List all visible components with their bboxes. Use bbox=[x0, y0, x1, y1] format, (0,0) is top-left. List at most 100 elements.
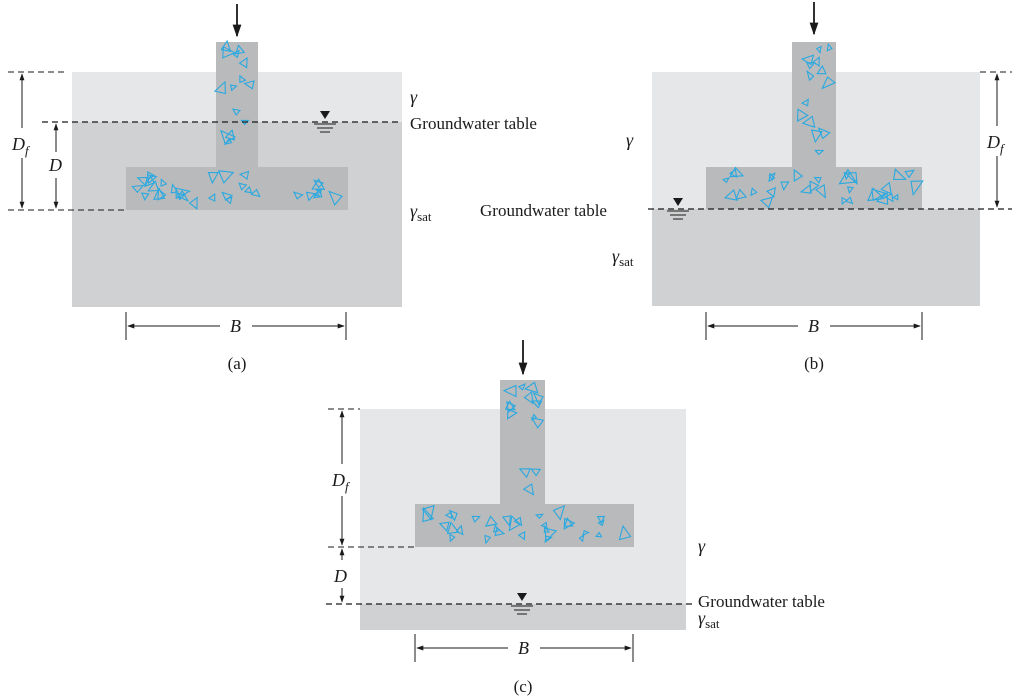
gamma-sat-label: γsat bbox=[410, 201, 432, 224]
aggregate-mark bbox=[800, 98, 809, 107]
aggregate-mark bbox=[143, 174, 155, 188]
gamma-sat-label: γsat bbox=[698, 608, 720, 631]
aggregate-mark bbox=[780, 181, 790, 191]
aggregate-mark bbox=[806, 69, 815, 82]
aggregate-mark bbox=[812, 56, 820, 68]
aggregate-mark bbox=[910, 180, 924, 197]
footing-base bbox=[706, 167, 922, 209]
panel-b: Df B γ Groundwater table γsat (b) bbox=[480, 2, 1012, 373]
aggregate-mark bbox=[231, 49, 240, 59]
aggregate-mark bbox=[841, 196, 848, 205]
aggregate-mark bbox=[813, 176, 822, 184]
aggregate-mark bbox=[223, 137, 233, 146]
aggregate-mark bbox=[596, 515, 606, 525]
water-table-triangle bbox=[517, 593, 527, 601]
panel-caption: (c) bbox=[514, 677, 533, 696]
gamma-label: γ bbox=[626, 130, 634, 150]
aggregate-mark bbox=[160, 178, 168, 187]
aggregate-mark bbox=[239, 74, 247, 84]
aggregate-mark bbox=[234, 44, 246, 55]
aggregate-mark bbox=[543, 524, 550, 533]
aggregate-mark bbox=[157, 188, 167, 201]
aggregate-mark bbox=[238, 170, 250, 181]
aggregate-mark bbox=[721, 177, 730, 184]
aggregate-mark bbox=[250, 188, 261, 198]
aggregate-mark bbox=[231, 108, 242, 116]
aggregate-mark bbox=[838, 168, 857, 185]
gamma-sat-label: γsat bbox=[612, 246, 634, 269]
aggregate-mark bbox=[816, 64, 827, 75]
aggregate-mark bbox=[507, 408, 519, 420]
aggregate-mark bbox=[175, 187, 192, 200]
aggregate-mark bbox=[880, 181, 892, 195]
aggregate-mark bbox=[312, 179, 325, 189]
groundwater-label: Groundwater table bbox=[410, 114, 537, 133]
aggregate-mark bbox=[492, 524, 501, 533]
df-label: Df bbox=[11, 134, 31, 158]
aggregate-mark bbox=[723, 189, 738, 201]
aggregate-mark bbox=[817, 127, 831, 140]
aggregate-mark bbox=[765, 186, 777, 198]
water-table-symbol bbox=[511, 593, 533, 615]
aggregate-mark bbox=[207, 193, 216, 202]
aggregate-mark bbox=[328, 190, 343, 206]
panel-caption: (b) bbox=[804, 354, 824, 373]
footing bbox=[415, 380, 634, 547]
aggregate-mark bbox=[502, 384, 517, 398]
aggregate-mark bbox=[815, 45, 822, 54]
d-label: D bbox=[333, 566, 347, 586]
aggregate-mark bbox=[455, 524, 464, 536]
aggregate-mark bbox=[522, 483, 535, 496]
gamma-label: γ bbox=[410, 87, 418, 107]
aggregate-mark bbox=[883, 193, 894, 203]
aggregate-mark bbox=[523, 390, 534, 405]
aggregate-mark bbox=[438, 521, 450, 533]
aggregate-mark bbox=[222, 45, 236, 59]
groundwater-label: Groundwater table bbox=[480, 201, 607, 220]
footing bbox=[126, 39, 348, 210]
water-table-symbol bbox=[314, 111, 336, 133]
groundwater-label: Groundwater table bbox=[698, 592, 825, 611]
aggregate-mark bbox=[544, 527, 558, 543]
aggregate-mark bbox=[421, 504, 435, 521]
aggregate-mark bbox=[449, 533, 456, 543]
d-label: D bbox=[48, 155, 62, 175]
aggregate-mark bbox=[582, 529, 590, 537]
aggregate-mark bbox=[563, 516, 574, 527]
aggregate-mark bbox=[518, 468, 531, 479]
aggregate-mark bbox=[213, 80, 226, 95]
b-label: B bbox=[808, 316, 819, 336]
aggregate-mark bbox=[806, 61, 816, 70]
aggregate-mark bbox=[207, 171, 220, 185]
aggregate-mark bbox=[826, 42, 833, 52]
aggregate-mark bbox=[544, 535, 553, 544]
aggregate-mark bbox=[170, 183, 179, 194]
aggregate-mark bbox=[844, 172, 858, 186]
b-label: B bbox=[230, 316, 241, 336]
aggregate-mark bbox=[229, 84, 238, 92]
aggregate-mark bbox=[844, 196, 854, 205]
footing-base bbox=[126, 167, 348, 210]
aggregate-mark bbox=[821, 76, 837, 90]
aggregate-mark bbox=[224, 196, 233, 205]
aggregate-mark bbox=[759, 196, 774, 209]
aggregate-mark bbox=[530, 468, 542, 477]
aggregate-mark bbox=[471, 515, 481, 524]
aggregate-mark bbox=[801, 115, 816, 129]
aggregate-mark bbox=[501, 515, 512, 528]
aggregate-mark bbox=[532, 391, 544, 406]
aggregate-mark bbox=[875, 191, 889, 205]
aggregate-mark bbox=[484, 534, 492, 545]
aggregate-mark bbox=[793, 168, 804, 182]
aggregate-mark bbox=[846, 186, 854, 195]
aggregate-mark bbox=[618, 524, 632, 541]
water-table-triangle bbox=[673, 198, 683, 206]
aggregate-mark bbox=[768, 172, 776, 181]
aggregate-mark bbox=[506, 400, 517, 414]
aggregate-mark bbox=[131, 184, 145, 194]
water-table-symbol bbox=[667, 198, 689, 220]
saturated-soil-layer bbox=[360, 604, 686, 630]
aggregate-mark bbox=[136, 176, 149, 187]
aggregate-mark bbox=[871, 188, 887, 202]
